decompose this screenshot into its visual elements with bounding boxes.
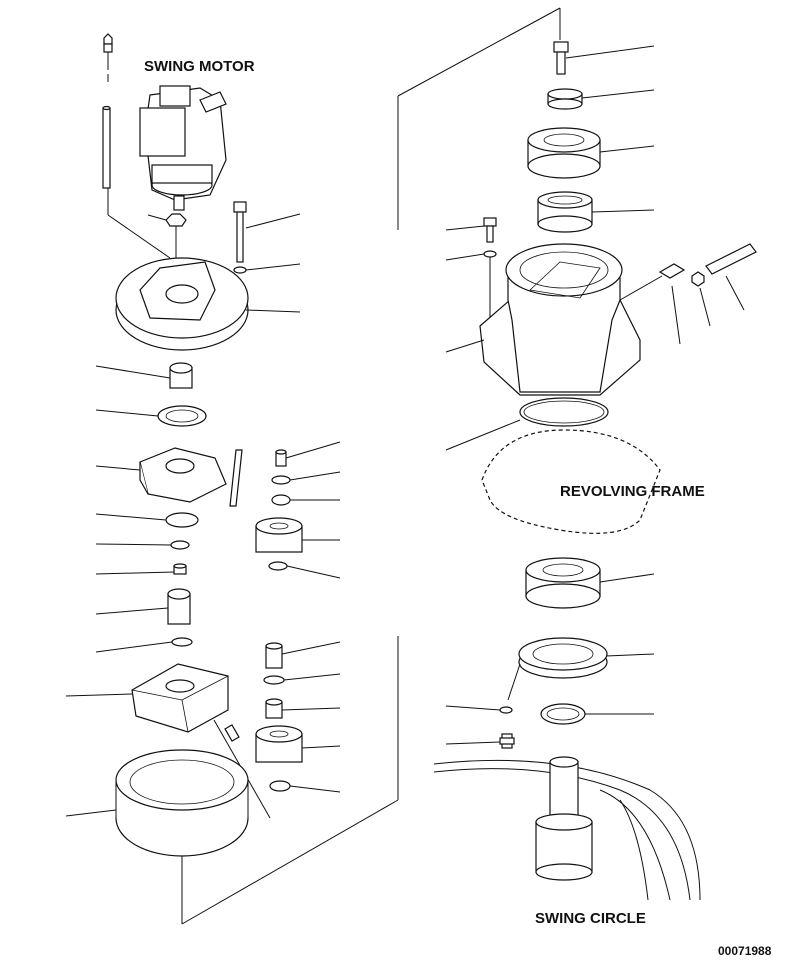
swing-circle-label: SWING CIRCLE [535,910,646,927]
cage-washer [445,705,513,714]
dipstick-cap [103,33,113,82]
upper-bearing [527,127,655,179]
drain-elbow [619,263,686,345]
bearing-cage [507,637,655,701]
planet-pin-2 [265,641,341,669]
case-o-ring [445,397,609,451]
needle-ring-1 [271,471,341,485]
case-bolt [445,217,497,243]
carrier-2 [65,663,229,733]
motor-washer [233,263,301,274]
motor-bolt [233,201,301,263]
collar-1 [95,563,187,575]
needle-bearing-2 [265,698,341,719]
revolving-frame [481,429,661,534]
drain-hose [705,243,757,311]
retainer-ring-1 [95,540,190,550]
sun-gear-1 [95,362,193,389]
thrust-washer-2 [95,637,193,653]
swing-motor-label: SWING MOTOR [144,58,255,75]
swing-motor [139,85,227,211]
oil-seal [540,703,654,725]
dipstick-pipe [102,105,171,259]
bearing-spacer [537,191,655,233]
lower-bearing [525,557,655,609]
top-bolt [553,41,655,75]
grease-fitting [147,213,187,262]
carrier-1 [95,447,227,503]
drawing-number: 00071988 [718,944,772,958]
revolving-frame-label: REVOLVING FRAME [560,483,705,500]
ring-gear [65,749,249,857]
carrier-shaft-1 [229,449,243,507]
cage-bolt [445,733,515,749]
swing-circle [433,759,701,901]
case-washer [445,250,497,330]
o-ring-1 [95,512,199,528]
swing-machinery-case [445,243,641,396]
drain-nut [691,271,711,327]
planet-gear-2 [255,725,341,763]
planet-gear-1 [255,517,340,553]
washer-2 [263,673,341,685]
thrust-washer-1 [95,405,207,427]
pinion-shaft [535,756,593,881]
motor-flange [115,257,301,351]
washer-3 [269,780,341,793]
washer-1 [268,561,341,579]
sun-gear-2 [95,588,191,625]
needle-bearing-1 [271,494,340,506]
planet-pin-1 [275,441,341,467]
cover-plate [547,88,655,110]
